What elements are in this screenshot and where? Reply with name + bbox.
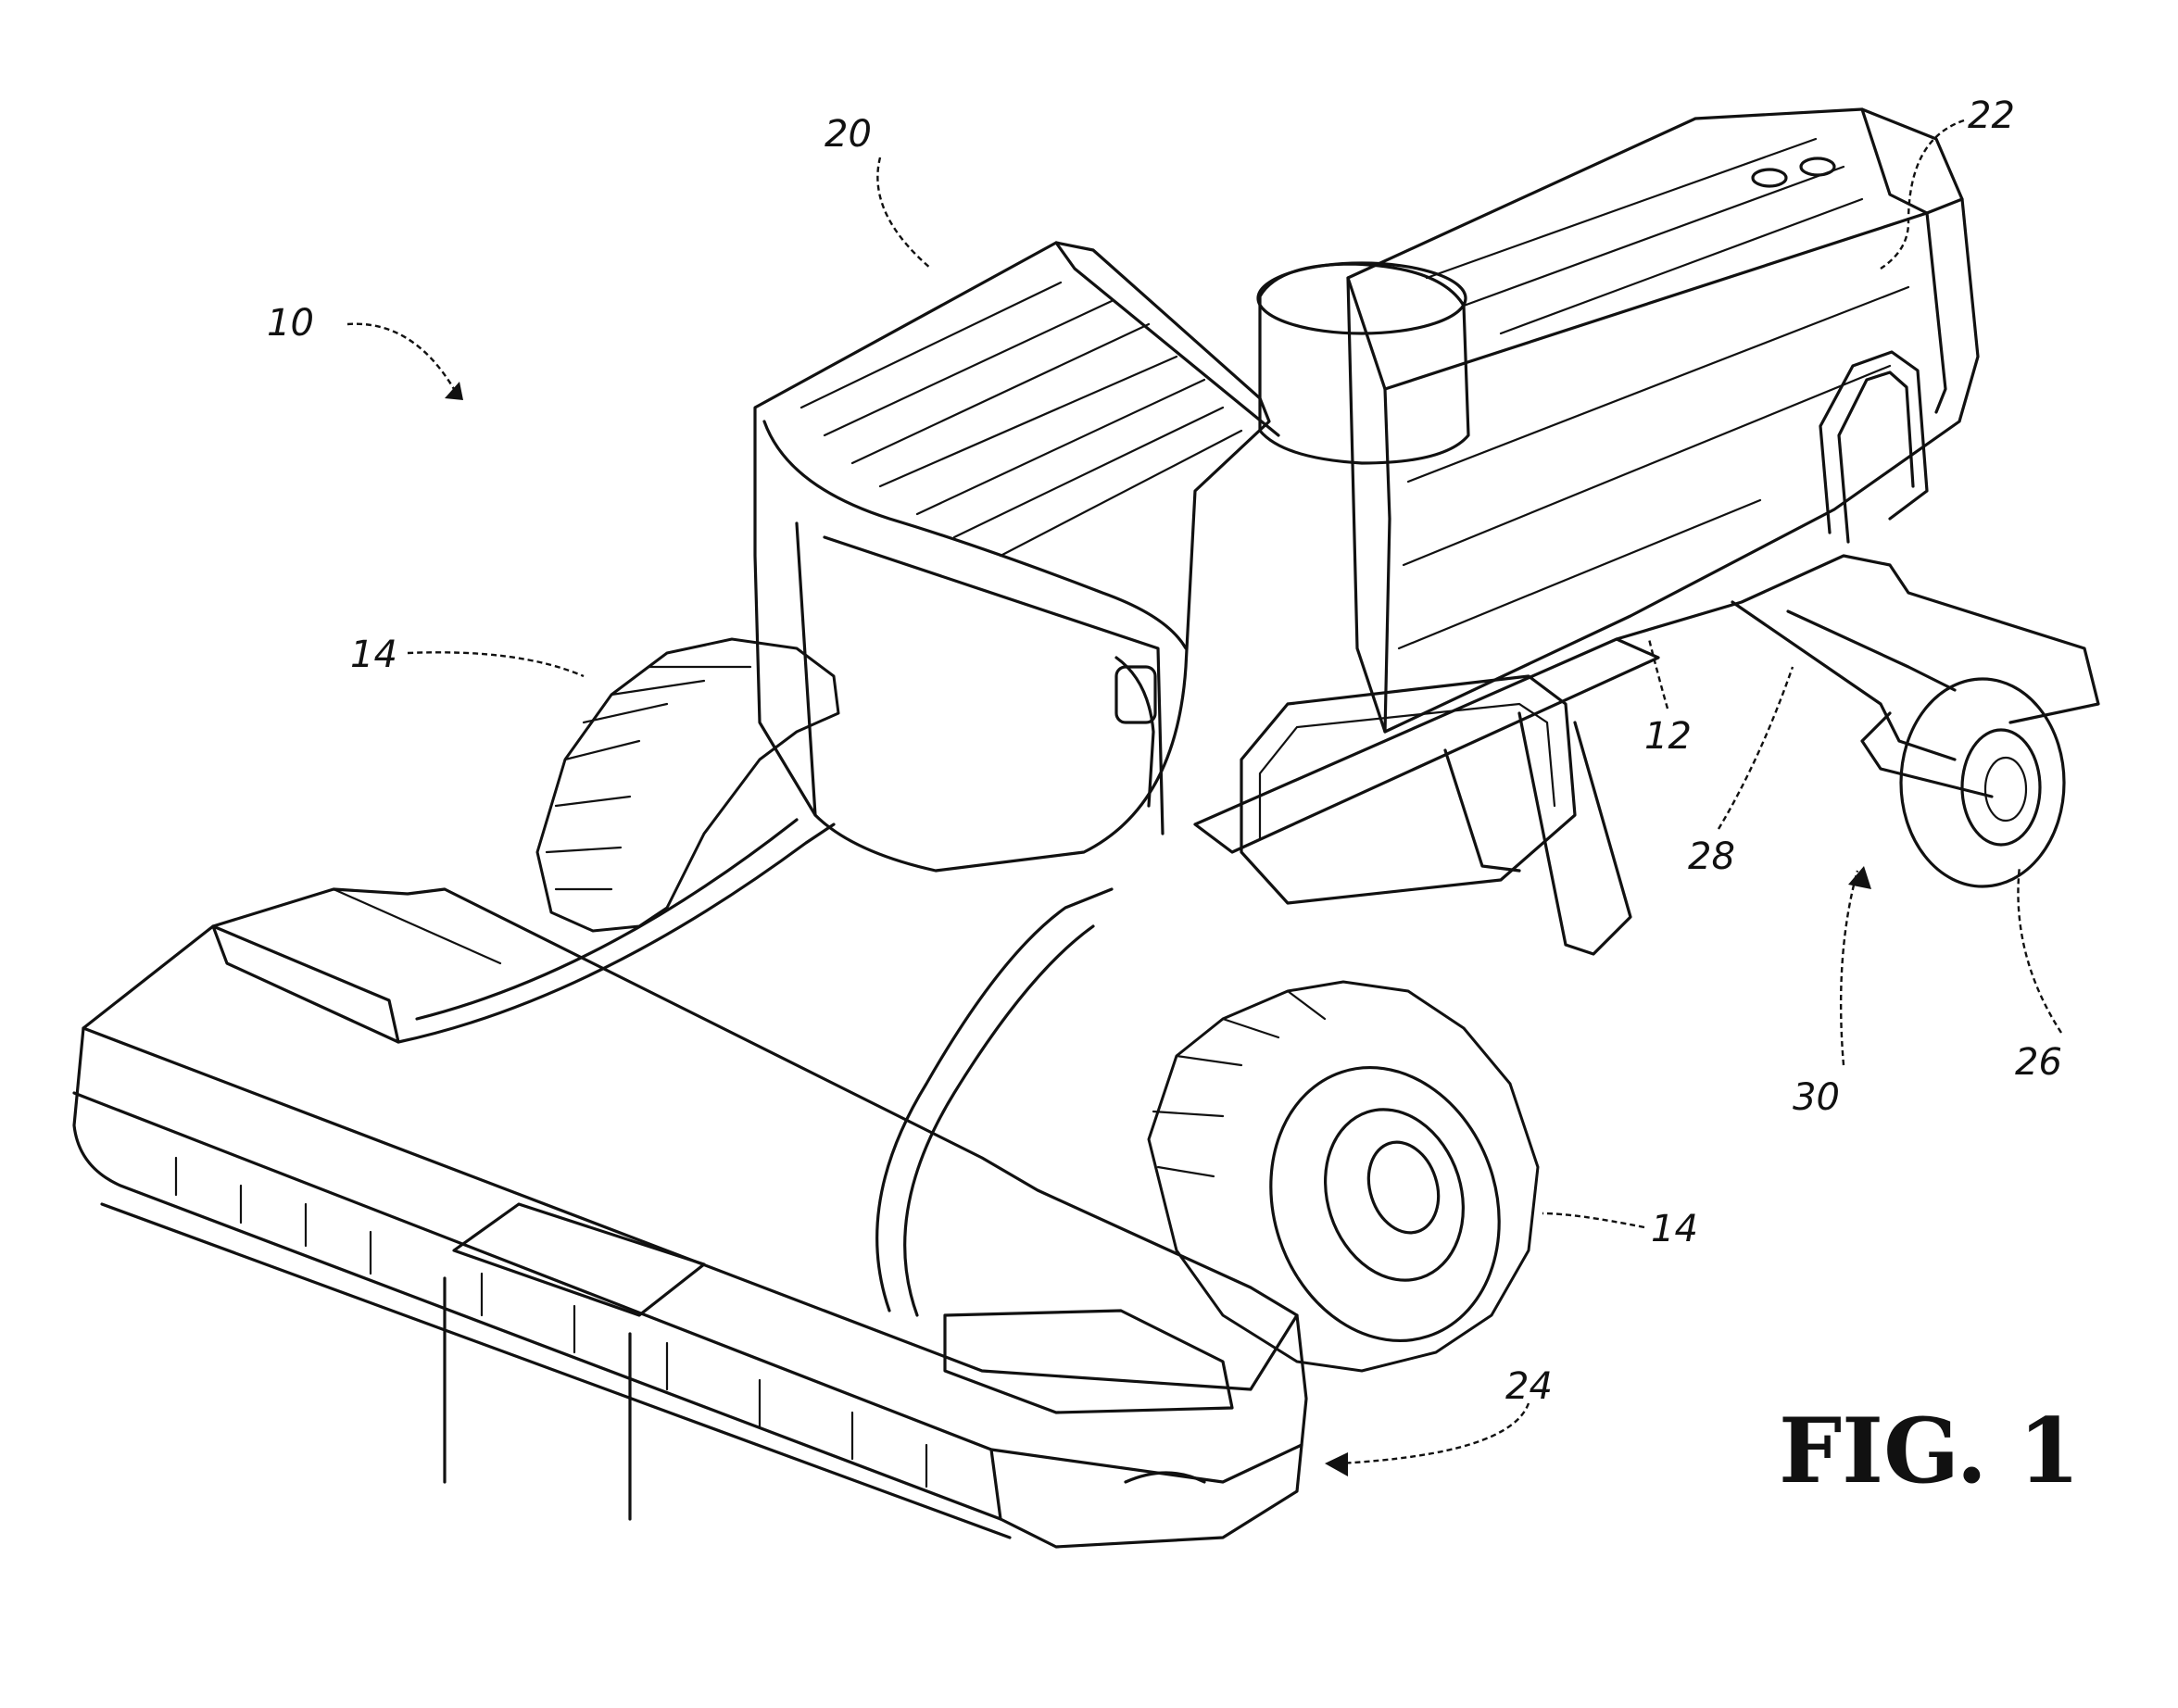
drive-wheel-left [535,637,840,933]
leader-20 [876,157,932,270]
engine-housing [1256,107,1980,734]
label-14-right: 14 [1651,1208,1698,1250]
cab [753,241,1280,873]
label-10: 10 [267,302,314,345]
leader-12 [1647,638,1669,710]
label-12: 12 [1644,715,1692,758]
leader-26 [2017,865,2063,1034]
frame-and-caster-assembly [1193,554,2100,956]
label-28: 28 [1688,835,1735,878]
leader-10 [346,322,456,390]
label-26: 26 [2015,1041,2062,1084]
leader-lines [346,119,2063,1476]
leader-30 [1839,870,1859,1066]
label-22: 22 [1968,94,2015,137]
arrowhead-10 [445,382,463,400]
leader-22 [1880,119,1965,270]
figure-caption: FIG. 1 [1779,1399,2080,1503]
header [72,818,1308,1549]
arrowhead-24 [1325,1452,1348,1476]
arrowhead-30 [1848,866,1871,889]
leader-24 [1338,1402,1530,1465]
label-24: 24 [1505,1365,1553,1408]
label-20: 20 [825,113,872,156]
leader-14-right [1542,1212,1645,1229]
leader-14-left [407,651,585,678]
label-14-left: 14 [350,634,397,676]
leader-28 [1717,666,1794,830]
label-30: 30 [1793,1076,1840,1119]
drive-wheel-right [1147,980,1540,1373]
